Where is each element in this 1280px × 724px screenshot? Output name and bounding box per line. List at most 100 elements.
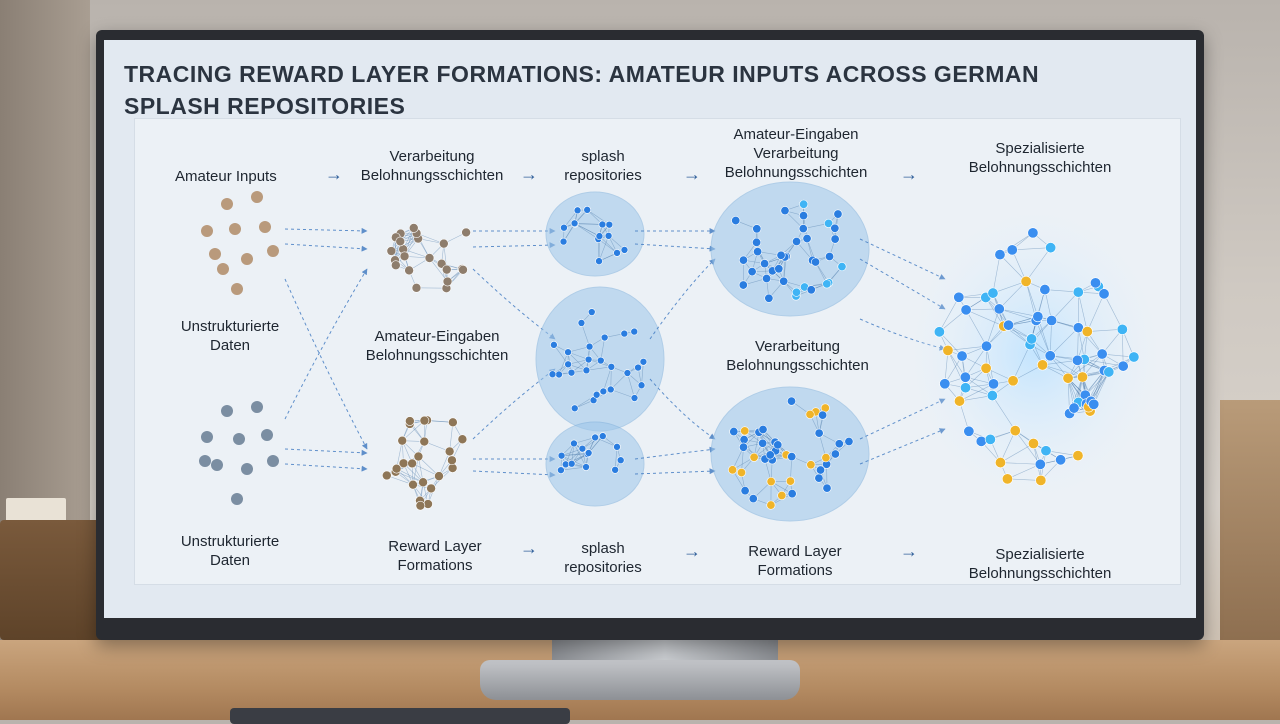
arrow-icon: → bbox=[520, 539, 538, 557]
stage2-cluster-bottom-node bbox=[416, 501, 425, 510]
label-spezialisierte-top: Spezialisierte Belohnungsschichten bbox=[950, 139, 1130, 177]
stage4-cluster-bottom-node bbox=[815, 474, 823, 482]
stage3-cluster-mid-node bbox=[593, 391, 600, 398]
stage4-cluster-top-blob bbox=[711, 182, 869, 316]
input-node bbox=[221, 405, 233, 417]
stage4-cluster-bottom-node bbox=[767, 501, 775, 509]
final-network-node bbox=[1033, 311, 1043, 321]
final-network-node bbox=[988, 379, 998, 389]
stage3-cluster-top-node bbox=[571, 220, 578, 227]
stage3-cluster-mid-node bbox=[621, 330, 628, 337]
input-node bbox=[261, 429, 273, 441]
final-network-node bbox=[1099, 289, 1109, 299]
stage2-cluster-top-node bbox=[405, 266, 414, 275]
final-network-node bbox=[981, 341, 991, 351]
page-title: TRACING REWARD LAYER FORMATIONS: AMATEUR… bbox=[124, 58, 1124, 122]
final-network-node bbox=[1055, 455, 1065, 465]
final-network-node bbox=[976, 436, 986, 446]
stage4-cluster-bottom-node bbox=[759, 425, 767, 433]
final-network-node bbox=[988, 288, 998, 298]
network-diagram bbox=[135, 119, 1180, 584]
final-network-node bbox=[940, 379, 950, 389]
stage4-cluster-top-node bbox=[762, 274, 770, 282]
connector-line bbox=[635, 471, 715, 474]
stage2-cluster-top-node bbox=[391, 261, 400, 270]
stage2-cluster-top-node bbox=[412, 283, 421, 292]
stage3-cluster-mid-node bbox=[600, 388, 607, 395]
final-network-node bbox=[1035, 459, 1045, 469]
stage4-cluster-bottom-node bbox=[766, 451, 774, 459]
stage4-cluster-top-node bbox=[732, 216, 740, 224]
stage4-cluster-top-node bbox=[739, 281, 747, 289]
final-network-node bbox=[943, 345, 953, 355]
stage3-cluster-mid-node bbox=[568, 369, 575, 376]
stage4-cluster-bottom-node bbox=[822, 453, 830, 461]
stage3-cluster-mid-node bbox=[565, 349, 572, 356]
stage3-cluster-mid-node bbox=[597, 357, 604, 364]
input-node bbox=[209, 248, 221, 260]
stage4-cluster-bottom-node bbox=[739, 443, 747, 451]
final-network-node bbox=[1028, 228, 1038, 238]
final-network-node bbox=[985, 434, 995, 444]
stage4-cluster-bottom-node bbox=[818, 411, 826, 419]
stage3-cluster-mid-node bbox=[583, 367, 590, 374]
final-network-node bbox=[1129, 352, 1139, 362]
final-network-node bbox=[1041, 446, 1051, 456]
final-network-node bbox=[1010, 425, 1020, 435]
connector-line bbox=[285, 269, 367, 419]
final-network-node bbox=[1118, 361, 1128, 371]
final-network-node bbox=[1046, 315, 1056, 325]
final-network-node bbox=[1007, 245, 1017, 255]
final-network-node bbox=[1097, 349, 1107, 359]
stage2-cluster-top-node bbox=[442, 265, 451, 274]
final-network-node bbox=[960, 383, 970, 393]
stage2-cluster-bottom-node bbox=[427, 484, 436, 493]
stage2-cluster-top-node bbox=[462, 228, 471, 237]
label-verarbeitung-mid: Verarbeitung Belohnungsschichten bbox=[715, 337, 880, 375]
stage2-cluster-bottom-node bbox=[408, 459, 417, 468]
stage4-cluster-bottom-node bbox=[778, 491, 786, 499]
final-network-node bbox=[961, 305, 971, 315]
final-network-node bbox=[1082, 326, 1092, 336]
final-network-node bbox=[1073, 287, 1083, 297]
stage2-cluster-top-node bbox=[443, 277, 452, 286]
stage4-cluster-bottom-node bbox=[741, 427, 749, 435]
final-network-node bbox=[994, 304, 1004, 314]
stage4-cluster-bottom-node bbox=[788, 452, 796, 460]
stage3-cluster-mid-node bbox=[624, 370, 631, 377]
label-amateur-eingaben-belohnung: Amateur-Eingaben Belohnungsschichten bbox=[357, 327, 517, 365]
final-network-node bbox=[960, 372, 970, 382]
final-network-node bbox=[1090, 278, 1100, 288]
stage4-cluster-top-node bbox=[803, 234, 811, 242]
stage3-cluster-mid-node bbox=[556, 371, 563, 378]
final-network-node bbox=[1003, 320, 1013, 330]
final-network-node bbox=[1028, 438, 1038, 448]
input-node bbox=[217, 263, 229, 275]
final-network-node bbox=[981, 363, 991, 373]
label-splash-bottom: splash repositories bbox=[553, 539, 653, 577]
stage4-cluster-top-node bbox=[838, 262, 846, 270]
final-network-node bbox=[1063, 373, 1073, 383]
final-network-node bbox=[987, 390, 997, 400]
stage3-cluster-bottom-node bbox=[613, 443, 620, 450]
stage2-cluster-bottom-node bbox=[420, 437, 429, 446]
stage4-cluster-bottom-node bbox=[816, 466, 824, 474]
stage3-cluster-top-node bbox=[606, 221, 613, 228]
stage4-cluster-bottom-node bbox=[835, 440, 843, 448]
stage3-cluster-bottom-node bbox=[579, 445, 586, 452]
stage3-cluster-top-node bbox=[560, 224, 567, 231]
stage4-cluster-bottom-node bbox=[815, 429, 823, 437]
final-network-node bbox=[1104, 367, 1114, 377]
final-network-node bbox=[1040, 284, 1050, 294]
stage4-cluster-bottom-node bbox=[787, 397, 795, 405]
connector-line bbox=[285, 464, 367, 469]
stage4-cluster-top-node bbox=[807, 286, 815, 294]
stage3-cluster-mid-node bbox=[585, 356, 592, 363]
input-node bbox=[229, 223, 241, 235]
stage4-cluster-bottom-node bbox=[750, 453, 758, 461]
label-verarbeitung-top: Verarbeitung Belohnungsschichten bbox=[357, 147, 507, 185]
stage3-cluster-mid-node bbox=[631, 395, 638, 402]
stage4-cluster-top-node bbox=[739, 256, 747, 264]
stage4-cluster-top-node bbox=[799, 200, 807, 208]
stage4-cluster-bottom-node bbox=[845, 437, 853, 445]
